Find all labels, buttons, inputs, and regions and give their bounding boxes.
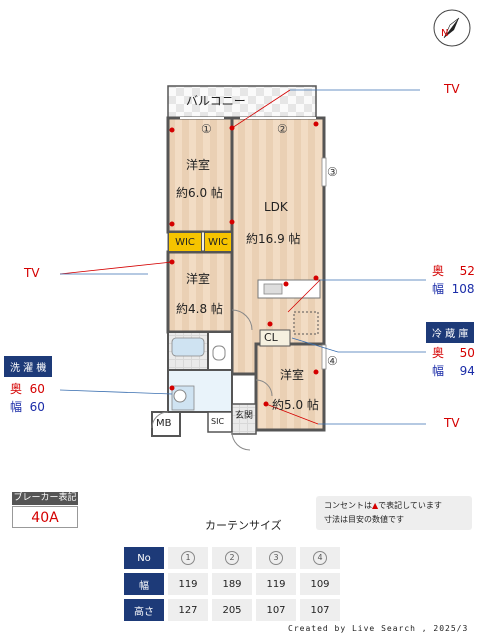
mb-label: MB <box>156 418 172 429</box>
credit-line: Created by Live Search , 2025/3 <box>288 624 469 633</box>
window-number-2: ② <box>277 122 288 136</box>
curtain-width-2: 189 <box>212 573 252 595</box>
curtain-no-2: 2 <box>225 551 239 565</box>
curtain-header-width: 幅 <box>124 573 164 595</box>
curtain-header-height: 高さ <box>124 599 164 621</box>
western3-size: 約5.0 帖 <box>272 398 319 412</box>
compass-icon: N <box>433 9 471 47</box>
curtain-table: No 1 2 3 4 幅 119 189 119 109 高さ 127 205 … <box>120 543 344 625</box>
washing-machine-badge: 洗 濯 機 <box>4 356 53 377</box>
western3-name: 洋室 <box>280 368 305 382</box>
window-number-4: ④ <box>327 354 338 368</box>
curtain-header-no: No <box>124 547 164 569</box>
window-number-3: ③ <box>327 165 338 179</box>
outlet-mark-icon: ▲ <box>372 501 379 510</box>
curtain-height-4: 107 <box>300 599 340 621</box>
wic2-label: WIC <box>204 232 232 252</box>
curtain-width-1: 119 <box>168 573 208 595</box>
kitchen-depth-label: 奥 <box>432 264 445 278</box>
kitchen-width-label: 幅 <box>432 282 445 296</box>
note-line1-prefix: コンセントは <box>324 501 372 510</box>
western1-name: 洋室 <box>186 158 211 172</box>
note-line1-suffix: で表記しています <box>378 501 442 510</box>
curtain-title: カーテンサイズ <box>205 519 282 532</box>
breaker-value: 40A <box>12 506 78 528</box>
breaker-title: ブレーカー表記 <box>12 492 78 505</box>
ldk-name: LDK <box>264 200 288 214</box>
curtain-row-height: 高さ 127 205 107 107 <box>124 599 340 621</box>
curtain-height-1: 127 <box>168 599 208 621</box>
western2-name: 洋室 <box>186 272 211 286</box>
curtain-width-4: 109 <box>300 573 340 595</box>
washer-depth-label: 奥 <box>10 382 23 396</box>
curtain-no-3: 3 <box>269 551 283 565</box>
washing-machine-dims: 奥 60 幅 60 <box>10 380 45 416</box>
kitchen-width-value: 108 <box>451 282 475 296</box>
note-box: コンセントは▲で表記しています 寸法は目安の数値です <box>316 496 472 530</box>
washer-width-label: 幅 <box>10 400 23 414</box>
washer-width-value: 60 <box>29 400 45 414</box>
refrigerator-depth-value: 50 <box>459 346 475 360</box>
curtain-row-width: 幅 119 189 119 109 <box>124 573 340 595</box>
tv-label-top: TV <box>444 82 460 96</box>
washer-depth-value: 60 <box>29 382 45 396</box>
sic-label: SIC <box>211 417 225 426</box>
refrigerator-depth-label: 奥 <box>432 346 445 360</box>
compass-letter: N <box>441 28 448 39</box>
curtain-width-3: 119 <box>256 573 296 595</box>
curtain-height-2: 205 <box>212 599 252 621</box>
curtain-row-no: No 1 2 3 4 <box>124 547 340 569</box>
ldk-size: 約16.9 帖 <box>246 232 301 246</box>
western1-size: 約6.0 帖 <box>176 186 223 200</box>
genkan-label: 玄関 <box>235 411 254 421</box>
tv-label-bottom: TV <box>444 416 460 430</box>
kitchen-depth-value: 52 <box>459 264 475 278</box>
refrigerator-dims: 奥 50 幅 94 <box>432 344 475 380</box>
window-number-1: ① <box>201 122 212 136</box>
western2-size: 約4.8 帖 <box>176 302 223 316</box>
note-line2: 寸法は目安の数値です <box>324 515 404 524</box>
refrigerator-width-value: 94 <box>459 364 475 378</box>
tv-label-left: TV <box>24 266 40 280</box>
kitchen-dims: 奥 52 幅 108 <box>432 262 475 298</box>
curtain-no-4: 4 <box>313 551 327 565</box>
curtain-no-1: 1 <box>181 551 195 565</box>
wic1-label: WIC <box>168 232 202 252</box>
cl-label: CL <box>264 331 278 344</box>
balcony-label: バルコニー <box>186 94 246 108</box>
curtain-height-3: 107 <box>256 599 296 621</box>
refrigerator-badge: 冷 蔵 庫 <box>426 322 475 343</box>
floor-plan <box>59 85 426 451</box>
refrigerator-width-label: 幅 <box>432 364 445 378</box>
